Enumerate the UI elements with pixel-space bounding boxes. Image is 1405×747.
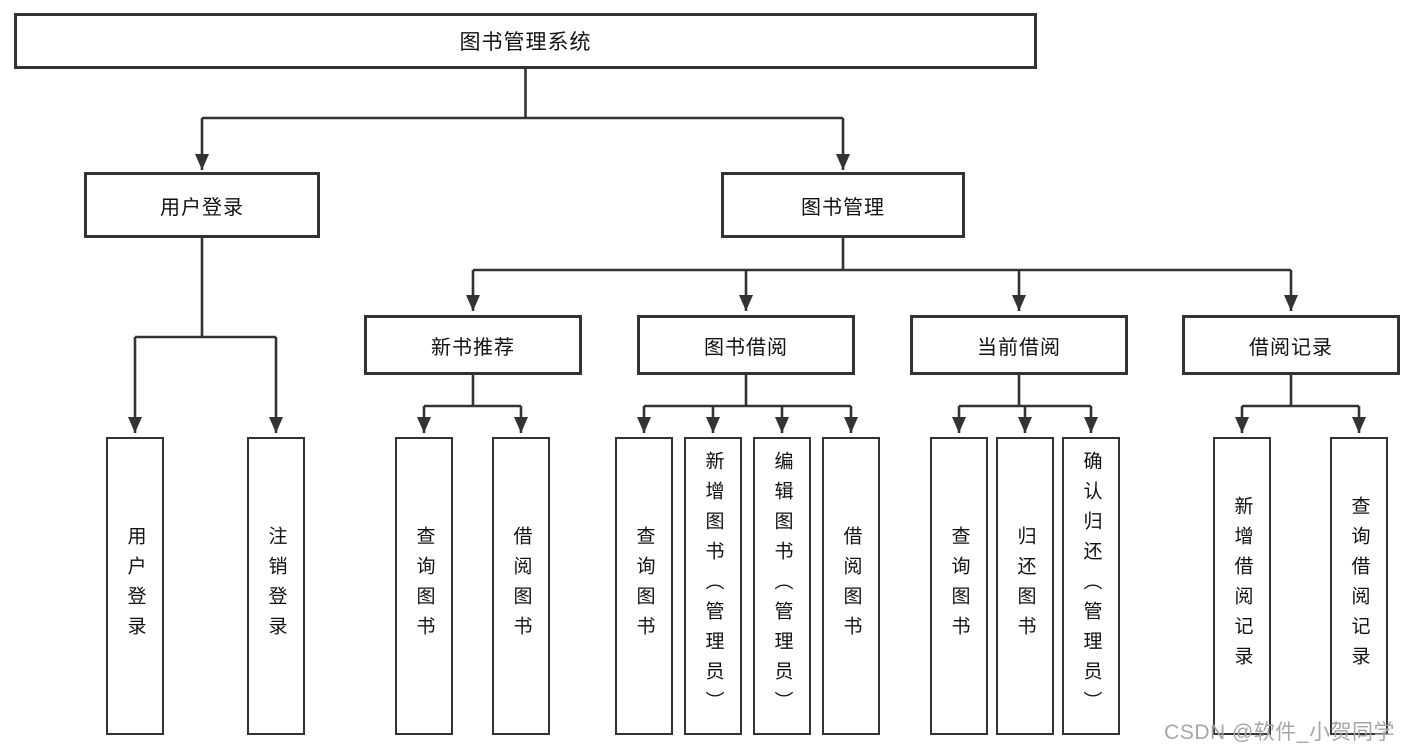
leaf-user-login-label: 用户登录 — [124, 526, 146, 646]
node-book-management: 图书管理 — [721, 172, 965, 238]
node-library-system-label: 图书管理系统 — [459, 31, 592, 54]
leaf-query-book-recommend-label: 查询图书 — [413, 526, 435, 646]
node-book-borrow-label: 图书借阅 — [704, 336, 788, 359]
leaf-add-book-admin-label: 新增图书（管理员） — [702, 451, 724, 721]
leaf-add-book-admin: 新增图书（管理员） — [684, 437, 742, 735]
node-user-login: 用户登录 — [84, 172, 320, 238]
node-borrow-record-label: 借阅记录 — [1249, 336, 1333, 359]
node-library-system: 图书管理系统 — [14, 13, 1037, 69]
leaf-borrow-book-label: 借阅图书 — [840, 526, 862, 646]
node-current-borrow: 当前借阅 — [910, 315, 1128, 375]
leaf-query-borrow-record-label: 查询借阅记录 — [1348, 496, 1370, 676]
node-borrow-record: 借阅记录 — [1182, 315, 1400, 375]
node-book-management-label: 图书管理 — [801, 196, 885, 219]
leaf-logout-login: 注销登录 — [247, 437, 305, 735]
leaf-query-book-recommend: 查询图书 — [395, 437, 453, 735]
leaf-borrow-book: 借阅图书 — [822, 437, 880, 735]
leaf-return-book-label: 归还图书 — [1014, 526, 1036, 646]
leaf-return-book: 归还图书 — [996, 437, 1054, 735]
leaf-confirm-return-admin: 确认归还（管理员） — [1062, 437, 1120, 735]
leaf-query-book-current: 查询图书 — [930, 437, 988, 735]
leaf-borrow-book-recommend-label: 借阅图书 — [510, 526, 532, 646]
leaf-query-book-current-label: 查询图书 — [948, 526, 970, 646]
node-new-book-recommend-label: 新书推荐 — [431, 336, 515, 359]
leaf-query-borrow-record: 查询借阅记录 — [1330, 437, 1388, 735]
leaf-borrow-book-recommend: 借阅图书 — [492, 437, 550, 735]
leaf-add-borrow-record-label: 新增借阅记录 — [1231, 496, 1253, 676]
leaf-add-borrow-record: 新增借阅记录 — [1213, 437, 1271, 735]
connector-arrow-lines — [128, 118, 1366, 433]
node-new-book-recommend: 新书推荐 — [364, 315, 582, 375]
leaf-edit-book-admin-label: 编辑图书（管理员） — [771, 451, 793, 721]
csdn-watermark: CSDN @软件_小贺同学 — [1164, 721, 1395, 744]
leaf-query-book-borrow-label: 查询图书 — [633, 526, 655, 646]
node-current-borrow-label: 当前借阅 — [977, 336, 1061, 359]
leaf-edit-book-admin: 编辑图书（管理员） — [753, 437, 811, 735]
leaf-confirm-return-admin-label: 确认归还（管理员） — [1080, 451, 1102, 721]
leaf-user-login: 用户登录 — [106, 437, 164, 735]
leaf-logout-login-label: 注销登录 — [265, 526, 287, 646]
node-user-login-label: 用户登录 — [160, 196, 244, 219]
node-book-borrow: 图书借阅 — [637, 315, 855, 375]
leaf-query-book-borrow: 查询图书 — [615, 437, 673, 735]
